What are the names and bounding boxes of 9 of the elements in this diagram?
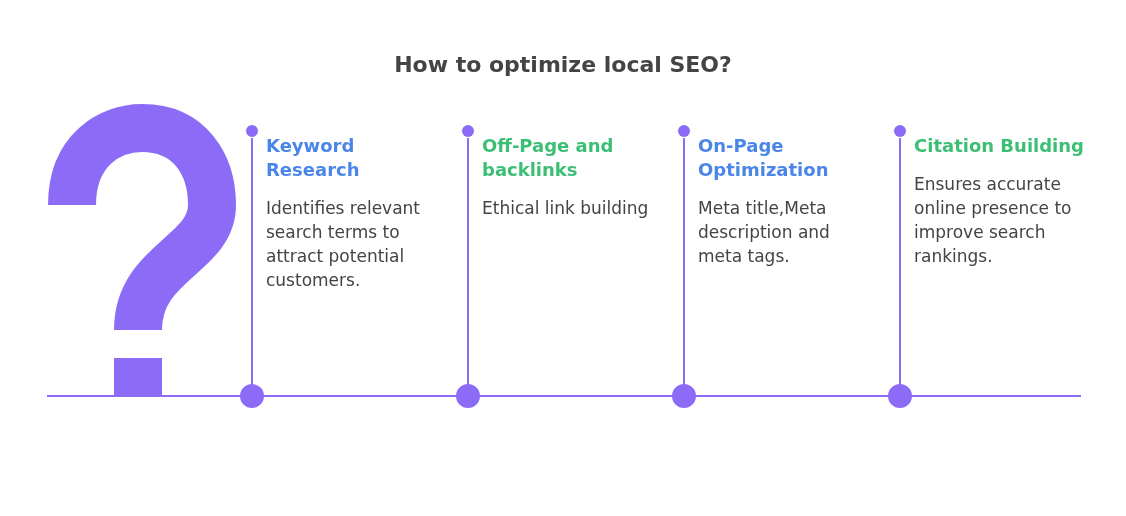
step-heading: Off-Page and backlinks <box>482 134 615 182</box>
step-description: Identifies relevant search terms to attract potential customers. <box>266 197 422 292</box>
title: How to optimize local SEO? <box>393 52 733 77</box>
step-description: Meta title,Meta description and meta tags. <box>698 197 831 268</box>
step-heading: Keyword Research <box>266 134 361 182</box>
step-heading: Citation Building <box>914 134 1085 158</box>
step-heading: On-Page Optimization <box>698 134 830 182</box>
step-description: Ensures accurate online presence to improve search rankings. <box>914 173 1073 268</box>
step-description: Ethical link building <box>482 197 650 220</box>
